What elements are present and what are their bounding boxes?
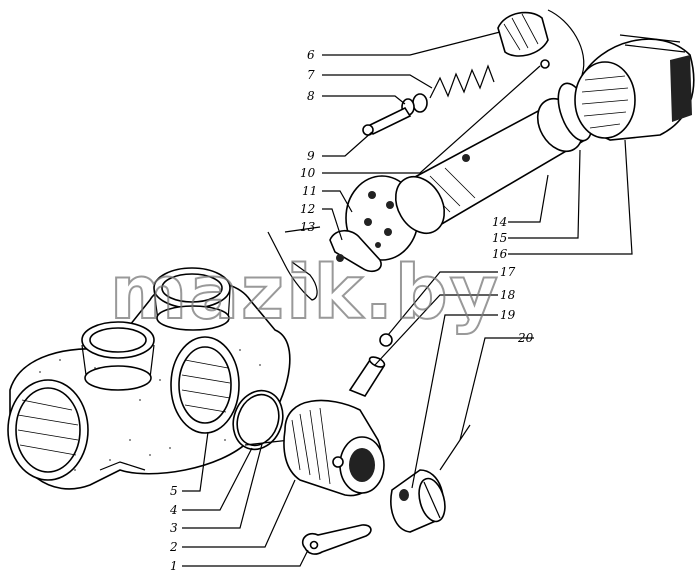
callout-12: 12 bbox=[300, 202, 315, 216]
cap-nut bbox=[497, 11, 549, 57]
callout-1: 1 bbox=[170, 559, 178, 573]
valve-body bbox=[7, 267, 291, 490]
union-nut bbox=[283, 399, 385, 497]
callout-19: 19 bbox=[500, 308, 516, 322]
callout-3: 3 bbox=[170, 521, 178, 535]
callout-14: 14 bbox=[492, 215, 507, 229]
spring-wire bbox=[244, 439, 291, 446]
callout-13: 13 bbox=[300, 220, 316, 234]
wire-lead bbox=[547, 9, 585, 76]
leader-lines bbox=[182, 31, 633, 567]
callout-6: 6 bbox=[307, 48, 315, 62]
callout-8: 8 bbox=[307, 89, 315, 103]
valve-stem bbox=[362, 106, 412, 136]
callout-18: 18 bbox=[500, 288, 516, 302]
ball bbox=[379, 333, 393, 347]
callout-5: 5 bbox=[170, 484, 178, 498]
callout-10: 10 bbox=[300, 166, 316, 180]
clip bbox=[267, 231, 318, 301]
threaded-cap bbox=[574, 34, 695, 141]
callout-11: 11 bbox=[302, 184, 317, 198]
callout-9: 9 bbox=[307, 149, 315, 163]
pin bbox=[439, 424, 471, 471]
spring bbox=[429, 64, 495, 99]
plug-bolt bbox=[390, 469, 446, 533]
callout-4: 4 bbox=[169, 503, 178, 517]
callout-16: 16 bbox=[492, 247, 508, 261]
callout-15: 15 bbox=[492, 231, 507, 245]
sleeve bbox=[348, 356, 386, 397]
callout-17: 17 bbox=[500, 265, 516, 279]
callout-7: 7 bbox=[307, 68, 315, 82]
cylinder-sleeve bbox=[394, 97, 587, 235]
sealing-ring bbox=[232, 389, 284, 451]
small-ball bbox=[540, 59, 550, 69]
callout-20: 20 bbox=[517, 331, 534, 345]
callout-labels: 6 7 8 9 10 11 12 13 14 15 16 17 18 19 20… bbox=[169, 48, 534, 573]
callout-2: 2 bbox=[169, 540, 178, 554]
watermark: mazik.by bbox=[110, 250, 500, 336]
key-tag bbox=[301, 524, 372, 555]
